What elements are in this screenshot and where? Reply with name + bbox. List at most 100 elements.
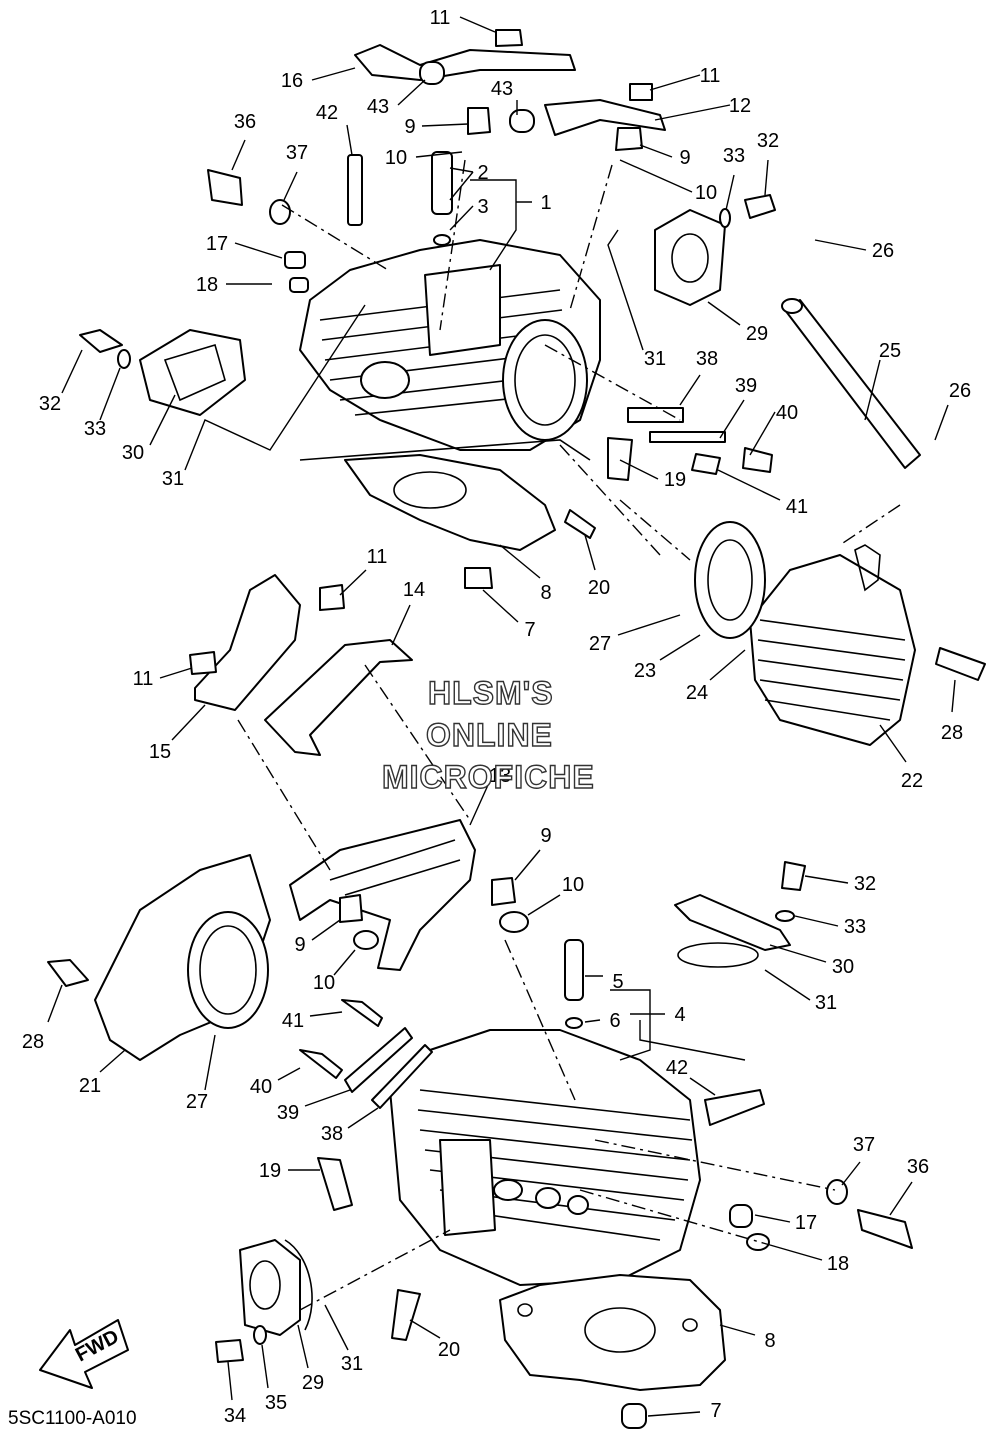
callout-15: 15 (149, 741, 171, 763)
leader-lines (47, 16, 956, 1417)
callout-3: 3 (477, 196, 488, 218)
callout-41: 41 (282, 1010, 304, 1032)
callout-19: 19 (664, 469, 686, 491)
callout-30: 30 (832, 956, 854, 978)
callout-4: 4 (674, 1004, 685, 1026)
callout-17: 17 (206, 233, 228, 255)
callout-24: 24 (686, 682, 708, 704)
callout-11: 11 (700, 65, 721, 87)
forward-direction-arrow: FWD (39, 1319, 129, 1389)
callout-9: 9 (679, 147, 690, 169)
callout-8: 8 (540, 582, 551, 604)
front-head-gasket (499, 1274, 726, 1391)
callout-27: 27 (589, 633, 611, 655)
callout-27: 27 (186, 1091, 208, 1113)
callout-36: 36 (234, 111, 256, 133)
callout-5: 5 (612, 971, 623, 993)
callout-37: 37 (286, 142, 308, 164)
callout-31: 31 (341, 1353, 363, 1375)
callout-23: 23 (634, 660, 656, 682)
callout-32: 32 (854, 873, 876, 895)
callout-43: 43 (367, 96, 389, 118)
callout-40: 40 (250, 1076, 272, 1098)
callout-30: 30 (122, 442, 144, 464)
callout-37: 37 (853, 1134, 875, 1156)
callout-29: 29 (302, 1372, 324, 1394)
callout-38: 38 (696, 348, 718, 370)
upper-small-parts (79, 151, 986, 681)
callout-17: 17 (795, 1212, 817, 1234)
callout-34: 34 (224, 1405, 246, 1427)
callout-31: 31 (644, 348, 666, 370)
callout-31: 31 (162, 468, 184, 490)
callout-13: 13 (489, 765, 511, 787)
watermark-line-1: HLSM'S (427, 674, 554, 711)
callout-26: 26 (872, 240, 894, 262)
callout-42: 42 (666, 1057, 688, 1079)
callout-39: 39 (735, 375, 757, 397)
callout-42: 42 (316, 102, 338, 124)
callout-40: 40 (776, 402, 798, 424)
callout-33: 33 (723, 145, 745, 167)
callout-36: 36 (907, 1156, 929, 1178)
callout-22: 22 (901, 770, 923, 792)
callout-33: 33 (844, 916, 866, 938)
callout-32: 32 (39, 393, 61, 415)
callout-10: 10 (695, 182, 717, 204)
upper-brackets (354, 29, 666, 151)
rear-head-cover-left (139, 329, 246, 416)
callout-2: 2 (477, 162, 488, 184)
callout-10: 10 (385, 147, 407, 169)
callout-19: 19 (259, 1160, 281, 1182)
rear-head-gasket (299, 439, 591, 551)
front-head-bracket (289, 819, 476, 971)
callout-8: 8 (764, 1330, 775, 1352)
callout-35: 35 (265, 1392, 287, 1414)
callout-9: 9 (540, 825, 551, 847)
breather-hose (781, 298, 921, 469)
callout-31: 31 (815, 992, 837, 1014)
callout-38: 38 (321, 1123, 343, 1145)
callout-29: 29 (746, 323, 768, 345)
callout-20: 20 (588, 577, 610, 599)
callout-11: 11 (367, 546, 388, 568)
callout-6: 6 (609, 1010, 620, 1032)
diagram-code: 5SC1100-A010 (8, 1408, 137, 1429)
watermark-line-2: ONLINE (425, 716, 553, 753)
watermark-line-3: MICROFICHE (381, 758, 595, 795)
callout-28: 28 (22, 1031, 44, 1053)
mid-brackets (189, 574, 413, 756)
callout-43: 43 (491, 78, 513, 100)
callout-9: 9 (404, 116, 415, 138)
callout-7: 7 (524, 619, 535, 641)
callout-12: 12 (729, 95, 751, 117)
callout-16: 16 (281, 70, 303, 92)
rear-head-cover-right (654, 209, 726, 306)
front-head-cover (239, 1239, 313, 1336)
callout-18: 18 (827, 1253, 849, 1275)
front-cylinder-head (389, 1029, 701, 1286)
rear-cylinder-head (299, 239, 601, 451)
callout-18: 18 (196, 274, 218, 296)
lower-small-parts (47, 861, 913, 1429)
callout-10: 10 (313, 972, 335, 994)
rear-cylinder (694, 521, 916, 746)
callout-20: 20 (438, 1339, 460, 1361)
assembly-lines (237, 159, 901, 1311)
callout-25: 25 (879, 340, 901, 362)
callout-32: 32 (757, 130, 779, 152)
callout-11: 11 (133, 668, 154, 690)
callout-1: 1 (540, 192, 551, 214)
callout-28: 28 (941, 722, 963, 744)
front-cylinder-cover (94, 854, 271, 1061)
callout-33: 33 (84, 418, 106, 440)
callout-9: 9 (294, 934, 305, 956)
callout-39: 39 (277, 1102, 299, 1124)
callout-41: 41 (786, 496, 808, 518)
callout-7: 7 (710, 1400, 721, 1422)
callout-21: 21 (79, 1075, 101, 1097)
callout-14: 14 (403, 579, 425, 601)
front-right-cover (674, 894, 791, 968)
